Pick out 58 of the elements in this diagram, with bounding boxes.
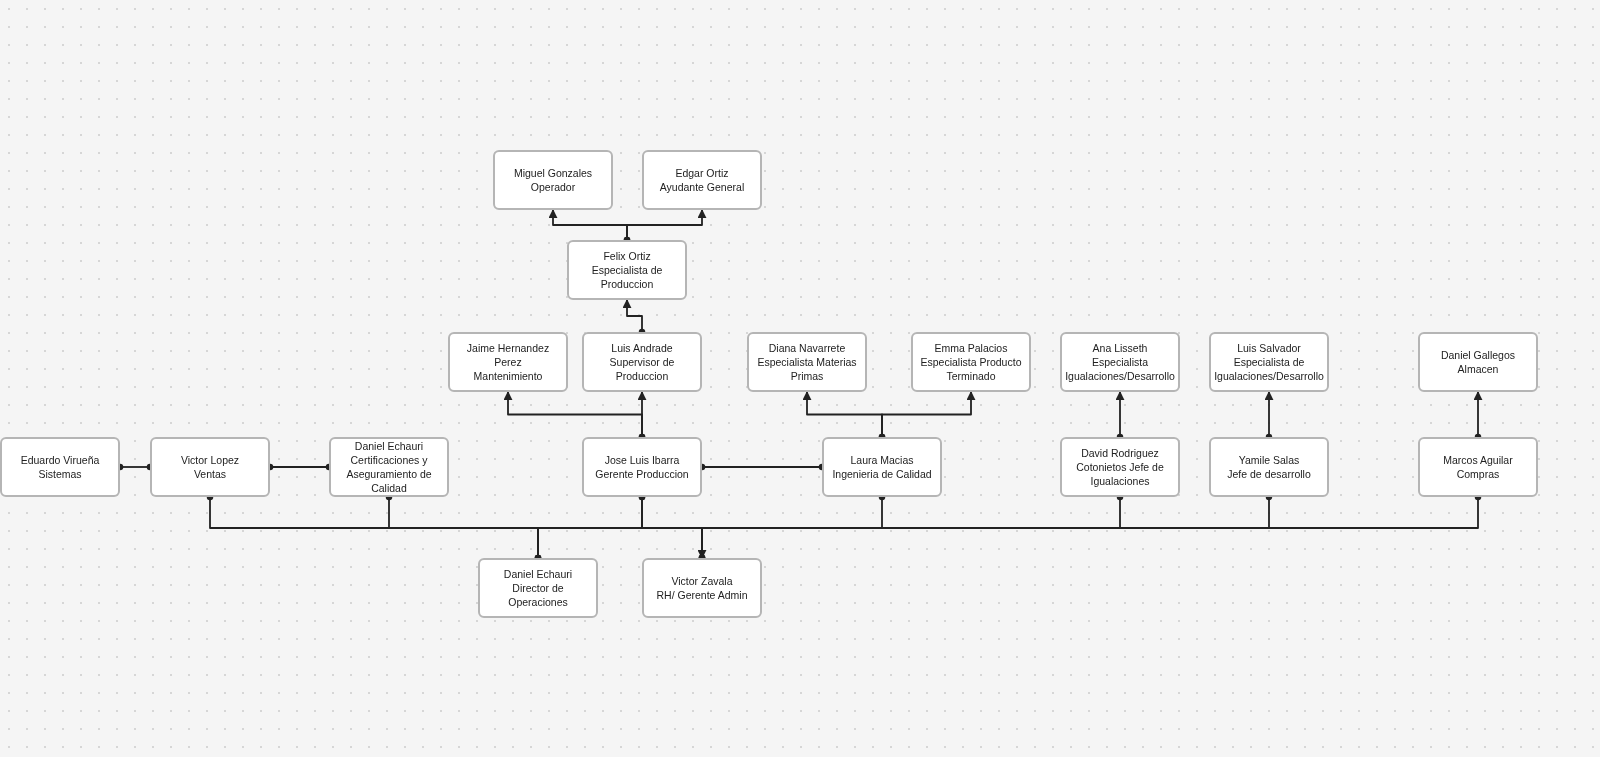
person-card — [150, 437, 270, 497]
person-name: Ana Lisseth Especialista Igualaciones/Desarrollo — [1065, 340, 1175, 384]
person-card — [0, 437, 120, 497]
person-name: David Rodriguez Cotonietos Jefe de Igualaciones — [1075, 445, 1165, 489]
person-card — [1060, 437, 1180, 497]
person-card — [822, 437, 942, 497]
person-card — [448, 332, 568, 392]
role-text: Jefe de desarrollo — [1227, 467, 1311, 482]
person-card — [911, 332, 1031, 392]
person-card — [493, 150, 613, 210]
role-text: Supervisor de Produccion — [608, 354, 676, 384]
person-name: Eduardo Virueña — [20, 452, 100, 467]
person-card — [1209, 332, 1329, 392]
person-name: Victor Zavala — [671, 573, 733, 588]
role-text: Especialista de Igualaciones/Desarrollo — [1214, 354, 1324, 384]
person-name: Luis Andrade — [611, 340, 673, 355]
person-name: Victor Lopez — [180, 452, 240, 467]
person-name: Jaime Hernandez Perez — [465, 340, 551, 370]
person-card — [1060, 332, 1180, 392]
person-name: Daniel Gallegos — [1440, 347, 1516, 362]
person-card — [478, 558, 598, 618]
role-text: Especialista de Produccion — [590, 262, 664, 292]
person-name: Laura Macias — [850, 452, 914, 467]
person-name: Luis Salvador — [1237, 340, 1301, 355]
person-name: Daniel Echauri — [503, 566, 573, 581]
role-text: Especialista Materias Primas — [756, 354, 858, 384]
person-card — [642, 558, 762, 618]
role-text: Ingenieria de Calidad — [832, 467, 932, 482]
person-card — [1209, 437, 1329, 497]
person-name: Yamile Salas — [1238, 452, 1300, 467]
person-name: Daniel Echauri — [354, 438, 424, 453]
role-text: Gerente Produccion — [595, 467, 689, 482]
person-card — [642, 150, 762, 210]
role-text: Especialista Producto Terminado — [919, 354, 1023, 384]
person-name: Felix Ortiz — [603, 248, 651, 263]
person-name: Emma Palacios — [934, 340, 1008, 355]
person-card — [567, 240, 687, 300]
role-text: RH/ Gerente Admin — [656, 588, 748, 603]
role-text: Mantenimiento — [473, 369, 543, 384]
role-text: Sistemas — [38, 467, 82, 482]
person-card — [582, 437, 702, 497]
person-card — [1418, 437, 1538, 497]
role-text: Compras — [1456, 467, 1500, 482]
role-text: Ayudante General — [659, 180, 745, 195]
person-name: Marcos Aguilar — [1443, 452, 1513, 467]
role-text: Director de Operaciones — [507, 580, 569, 610]
person-name: Diana Navarrete — [768, 340, 846, 355]
role-text: Ventas — [193, 467, 227, 482]
person-name: Jose Luis Ibarra — [604, 452, 680, 467]
role-text: Almacen — [1457, 362, 1499, 377]
role-text: Certificaciones y Aseguramiento de Calidad — [345, 452, 433, 496]
person-name: Miguel Gonzales — [513, 165, 593, 180]
person-card — [329, 437, 449, 497]
role-text: Operador — [530, 180, 576, 195]
person-name: Edgar Ortiz — [675, 165, 729, 180]
person-card — [747, 332, 867, 392]
person-card — [1418, 332, 1538, 392]
person-card — [582, 332, 702, 392]
